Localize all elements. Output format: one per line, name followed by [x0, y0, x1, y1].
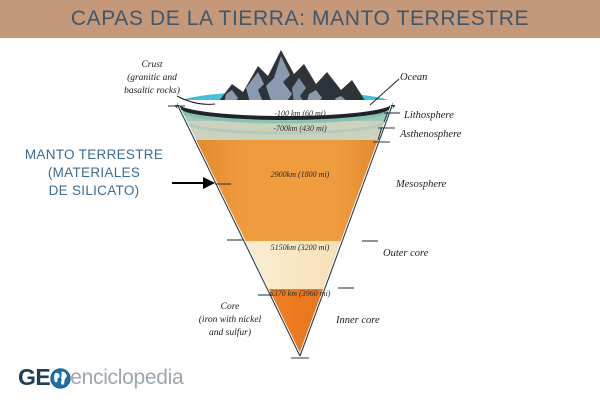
ocean-leader-line — [369, 78, 400, 106]
core-line-2: (iron with nickel — [199, 314, 262, 325]
asthenosphere-layer — [178, 121, 392, 140]
depth-label-mesosphere: 2900km (1800 mi) — [271, 170, 330, 179]
page-title: CAPAS DE LA TIERRA: MANTO TERRESTRE — [70, 7, 530, 30]
globe-icon — [50, 368, 71, 389]
arrow-right-icon — [172, 177, 215, 189]
label-crust: Crust (granitic and basaltic rocks) — [124, 60, 180, 96]
mantle-callout-line-1: MANTO TERRESTRE — [24, 147, 164, 162]
logo-enciclopedia-text: enciclopedia — [70, 365, 184, 389]
label-lithosphere: Lithosphere — [403, 110, 454, 121]
label-ocean: Ocean — [400, 72, 427, 83]
mantle-callout-line-3: DE SILICATO) — [48, 183, 140, 198]
depth-label-outer-core: 5150km (3200 mi) — [271, 243, 330, 252]
crust-line-3: basaltic rocks) — [124, 85, 180, 96]
mountain-range — [215, 50, 366, 106]
crust-line-1: Crust — [141, 60, 162, 70]
asthenosphere-curve-line — [184, 121, 386, 135]
site-logo[interactable]: GE enciclopedia — [18, 364, 184, 391]
cone-top-mask — [178, 100, 392, 117]
lithosphere-curve-line — [179, 109, 391, 124]
label-asthenosphere: Asthenosphere — [399, 129, 462, 140]
measure-line-left — [177, 105, 301, 357]
mantle-callout: MANTO TERRESTRE (MATERIALES DE SILICATO) — [6, 146, 182, 200]
depth-label-lithosphere: -100 km (60 mi) — [274, 109, 326, 118]
crust-line-2: (granitic and — [127, 72, 177, 83]
depth-label-asthenosphere: -700km (430 mi) — [273, 124, 327, 133]
label-inner-core: Inner core — [335, 315, 380, 326]
mantle-callout-line-2: (MATERIALES — [47, 165, 141, 180]
measure-line-right — [299, 105, 393, 357]
logo-geo-text: GE — [18, 364, 51, 390]
tick-marks-right — [338, 112, 400, 289]
bracket-ticks — [377, 111, 389, 141]
core-line-3: and sulfur) — [209, 327, 251, 338]
tick-marks-left — [168, 105, 309, 359]
label-mesosphere: Mesosphere — [395, 179, 447, 190]
depth-label-inner-core: 6370 km (3960 mi) — [270, 289, 331, 298]
title-bar: CAPAS DE LA TIERRA: MANTO TERRESTRE — [0, 0, 600, 38]
core-line-1: Core — [221, 302, 240, 312]
crust-curve-line — [175, 104, 395, 120]
label-outer-core: Outer core — [383, 248, 429, 259]
label-core: Core (iron with nickel and sulfur) — [199, 302, 262, 338]
crust-leader-line — [176, 95, 216, 105]
